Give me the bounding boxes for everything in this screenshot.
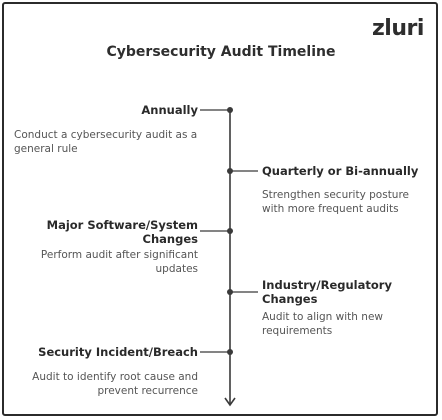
- timeline-dot-1: [227, 107, 233, 113]
- event-5-heading: Security Incident/Breach: [38, 345, 198, 359]
- event-5-desc: Audit to identify root cause and prevent…: [32, 371, 198, 397]
- event-4-heading: Industry/Regulatory Changes: [262, 278, 392, 306]
- timeline-arrowhead: [224, 397, 236, 407]
- event-3-desc: Perform audit after significant updates: [40, 249, 198, 275]
- timeline-dot-5: [227, 349, 233, 355]
- event-1-desc: Conduct a cybersecurity audit as a gener…: [14, 129, 198, 155]
- timeline-dot-2: [227, 168, 233, 174]
- event-1-heading: Annually: [141, 103, 198, 117]
- event-2-desc: Strengthen security posture with more fr…: [262, 189, 410, 215]
- diagram-title: Cybersecurity Audit Timeline: [106, 44, 336, 60]
- timeline-dot-3: [227, 228, 233, 234]
- zluri-logo: zluri: [372, 16, 424, 41]
- event-3-heading: Major Software/System Changes: [46, 218, 198, 246]
- event-4-desc: Audit to align with new requirements: [262, 311, 383, 337]
- diagram-frame: [2, 2, 438, 416]
- event-2-heading: Quarterly or Bi-annually: [262, 164, 419, 178]
- timeline-dot-4: [227, 289, 233, 295]
